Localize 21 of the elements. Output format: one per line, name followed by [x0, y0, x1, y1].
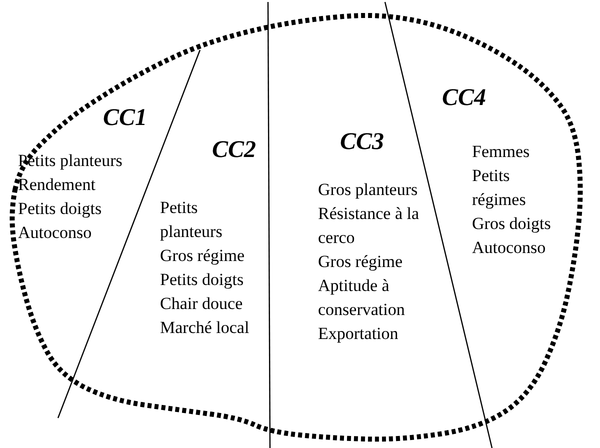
cluster-heading: CC3	[340, 128, 384, 156]
trait-label: Gros planteurs	[318, 179, 418, 201]
trait-label: Résistance à la cerco	[318, 203, 420, 249]
trait-label: Gros doigts	[472, 213, 551, 235]
trait-label: Petits planteurs	[160, 197, 224, 243]
trait-label: Petits doigts	[160, 269, 244, 291]
trait-label: Petits régimes	[472, 165, 527, 211]
cluster-heading: CC4	[442, 84, 486, 112]
trait-label: Exportation	[318, 323, 398, 345]
trait-label: Gros régime	[318, 251, 403, 273]
trait-label: Marché local	[160, 317, 250, 339]
trait-label: Femmes	[472, 141, 530, 163]
cluster-heading: CC1	[103, 104, 148, 132]
trait-label: Autoconso	[472, 237, 546, 259]
trait-label: Autoconso	[18, 222, 92, 244]
cluster-heading: CC2	[212, 136, 256, 164]
trait-label: Rendement	[18, 174, 96, 196]
trait-label: Chair douce	[160, 293, 243, 315]
trait-label: Gros régime	[160, 245, 245, 267]
trait-label: Petits doigts	[18, 198, 102, 220]
trait-label: Aptitude à conservation	[318, 275, 406, 321]
